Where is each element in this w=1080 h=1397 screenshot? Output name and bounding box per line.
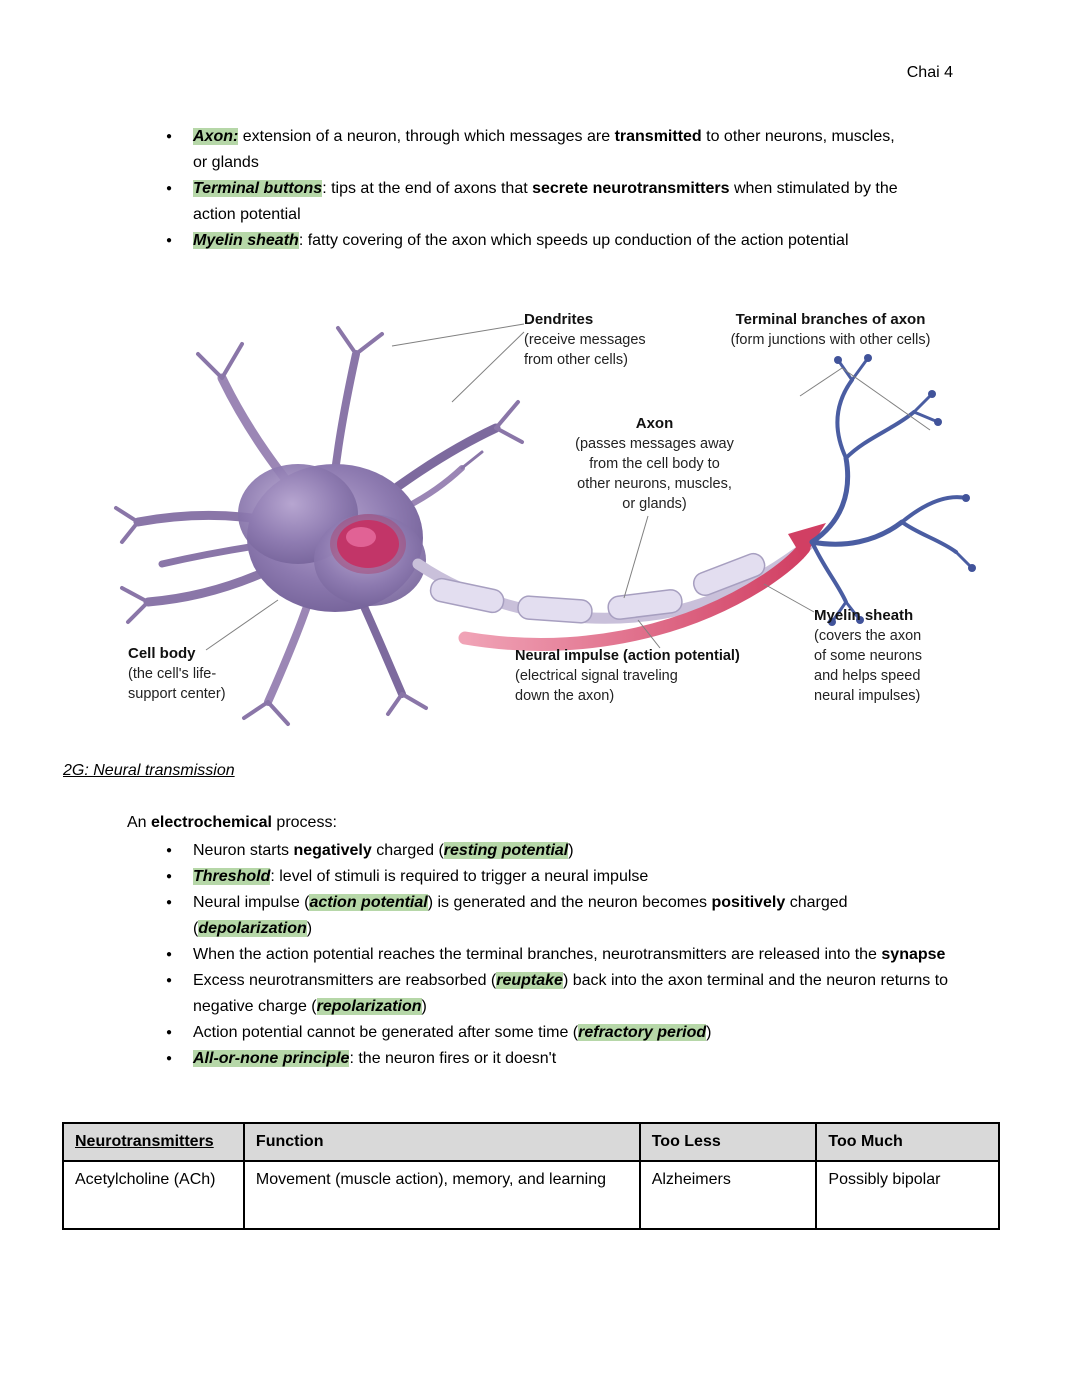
list-item: ● Excess neurotransmitters are reabsorbe… [160,968,966,1020]
page-header: Chai 4 [906,64,953,81]
section-heading: 2G: Neural transmission [63,762,235,779]
label-dendrites: Dendrites (receive messages from other c… [524,311,646,368]
list-item: ● Neuron starts negatively charged (rest… [160,838,966,864]
list-item-text: Axon: extension of a neuron, through whi… [193,128,895,171]
list-item: ● When the action potential reaches the … [160,942,966,968]
col-header-function: Function [242,1122,641,1162]
process-intro: An electrochemical process: [127,814,337,831]
leader-lines [205,323,931,651]
label-terminal-branches: Terminal branches of axon (form junction… [730,311,931,348]
list-item-text: Terminal buttons: tips at the end of axo… [193,180,898,223]
list-item: ● Neural impulse (action potential) is g… [160,890,966,942]
bullet-marker: ● [166,1053,173,1064]
bullet-marker: ● [166,1027,173,1038]
col-header-too-much: Too Much [815,1122,1000,1162]
list-item: ● Myelin sheath: fatty covering of the a… [160,228,902,254]
neurotransmitters-table: Neurotransmitters Function Too Less Too … [62,1122,1000,1230]
col-header-neurotransmitters: Neurotransmitters [62,1122,245,1162]
label-neural-impulse: Neural impulse (action potential) (elect… [515,648,740,704]
col-header-too-less: Too Less [638,1122,818,1162]
terminal-branches [809,356,974,624]
nucleus [330,514,406,574]
myelin-segments [429,552,766,624]
label-cell-body: Cell body (the cell's life- support cent… [128,645,226,702]
cell-too-much: Possibly bipolar [815,1160,1000,1230]
impulse-arrow [458,523,826,651]
neuron-diagram: Dendrites (receive messages from other c… [100,306,980,742]
list-item-text: Action potential cannot be generated aft… [193,1024,712,1041]
bullet-marker: ● [166,949,173,960]
cell-too-less: Alzheimers [638,1160,818,1230]
list-item-text: When the action potential reaches the te… [193,946,946,963]
cell-neurotransmitter: Acetylcholine (ACh) [62,1160,245,1230]
bullet-marker: ● [166,975,173,986]
list-item-text: Neural impulse (action potential) is gen… [193,894,848,937]
list-item-text: Excess neurotransmitters are reabsorbed … [193,972,949,1015]
list-item-text: Neuron starts negatively charged (restin… [193,842,574,859]
list-item: ● Threshold: level of stimuli is require… [160,864,966,890]
bullet-marker: ● [166,183,173,194]
bullet-marker: ● [166,871,173,882]
terminal-boutons [828,354,976,626]
bullet-marker: ● [166,845,173,856]
definition-list: ● Axon: extension of a neuron, through w… [160,124,902,254]
list-item-text: Threshold: level of stimuli is required … [193,868,649,885]
label-axon: Axon (passes messages away from the cell… [575,415,734,512]
label-myelin-sheath: Myelin sheath (covers the axon of some n… [814,607,923,704]
list-item: ● Terminal buttons: tips at the end of a… [160,176,902,228]
cell-function: Movement (muscle action), memory, and le… [242,1160,641,1230]
list-item-text: All-or-none principle: the neuron fires … [193,1050,557,1067]
list-item: ● All-or-none principle: the neuron fire… [160,1046,966,1072]
table-header-row: Neurotransmitters Function Too Less Too … [62,1122,1000,1162]
bullet-marker: ● [166,897,173,908]
transmission-list: ● Neuron starts negatively charged (rest… [160,838,966,1072]
bullet-marker: ● [166,131,173,142]
bullet-marker: ● [166,235,173,246]
list-item: ● Action potential cannot be generated a… [160,1020,966,1046]
neuron-artwork [114,323,976,726]
list-item: ● Axon: extension of a neuron, through w… [160,124,902,176]
list-item-text: Myelin sheath: fatty covering of the axo… [193,232,849,249]
table-row: Acetylcholine (ACh) Movement (muscle act… [62,1160,1000,1230]
